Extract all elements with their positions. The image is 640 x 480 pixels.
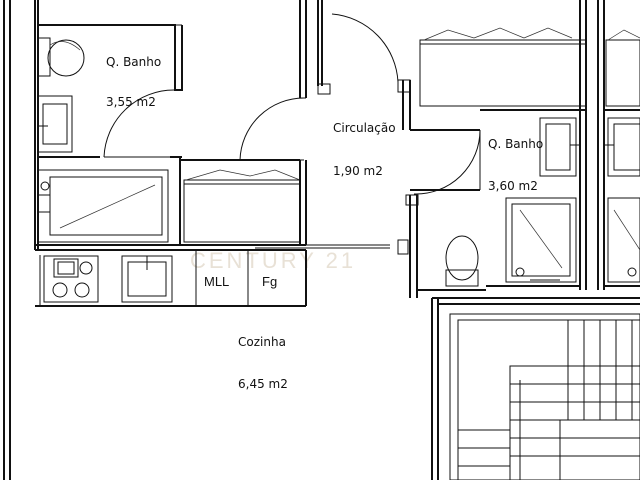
- washbasin-fixture: [37, 95, 73, 153]
- top-right-cabinet: [419, 27, 640, 107]
- appliance-dividers: [195, 250, 249, 306]
- circulation-door-top: [331, 13, 399, 83]
- toilet-fixture: [37, 37, 85, 77]
- shower-tray-2-fixture: [607, 197, 640, 283]
- shower-tray-fixture: [505, 197, 577, 283]
- room-area-kitchen: 6,45 m2: [238, 377, 288, 391]
- wardrobe-cabinet: [183, 160, 307, 245]
- appliance-label-mll: MLL: [204, 274, 229, 289]
- room-area-bathroom-1: 3,55 m2: [106, 95, 156, 109]
- kitchen-counter: [35, 239, 409, 307]
- staircase-steps: [458, 320, 640, 480]
- appliance-label-fg: Fg: [262, 274, 277, 289]
- washbasin-3-fixture: [604, 117, 640, 177]
- room-area-bathroom-2: 3,60 m2: [488, 179, 538, 193]
- staircase-walls: [431, 297, 640, 480]
- bathroom-1-walls: [34, 0, 183, 250]
- toilet-2-fixture: [445, 235, 479, 287]
- circulation-door-left: [239, 97, 305, 161]
- room-name-bathroom-2: Q. Banho: [488, 137, 543, 151]
- circulation-walls: [180, 0, 480, 298]
- bathroom-1-door: [103, 89, 175, 158]
- kitchen-sink-fixture: [121, 255, 173, 303]
- room-name-circulation: Circulação: [333, 121, 396, 135]
- left-exterior-wall: [3, 0, 11, 480]
- bathroom-2-walls: [417, 109, 640, 291]
- watermark-text: CENTURY 21: [190, 248, 356, 273]
- room-area-circulation: 1,90 m2: [333, 164, 383, 178]
- circulation-door-right: [413, 129, 481, 195]
- washbasin-2-fixture: [539, 117, 580, 177]
- room-name-kitchen: Cozinha: [238, 335, 286, 349]
- cooktop-fixture: [43, 255, 99, 303]
- room-name-bathroom-1: Q. Banho: [106, 55, 161, 69]
- bathtub-fixture: [37, 169, 169, 243]
